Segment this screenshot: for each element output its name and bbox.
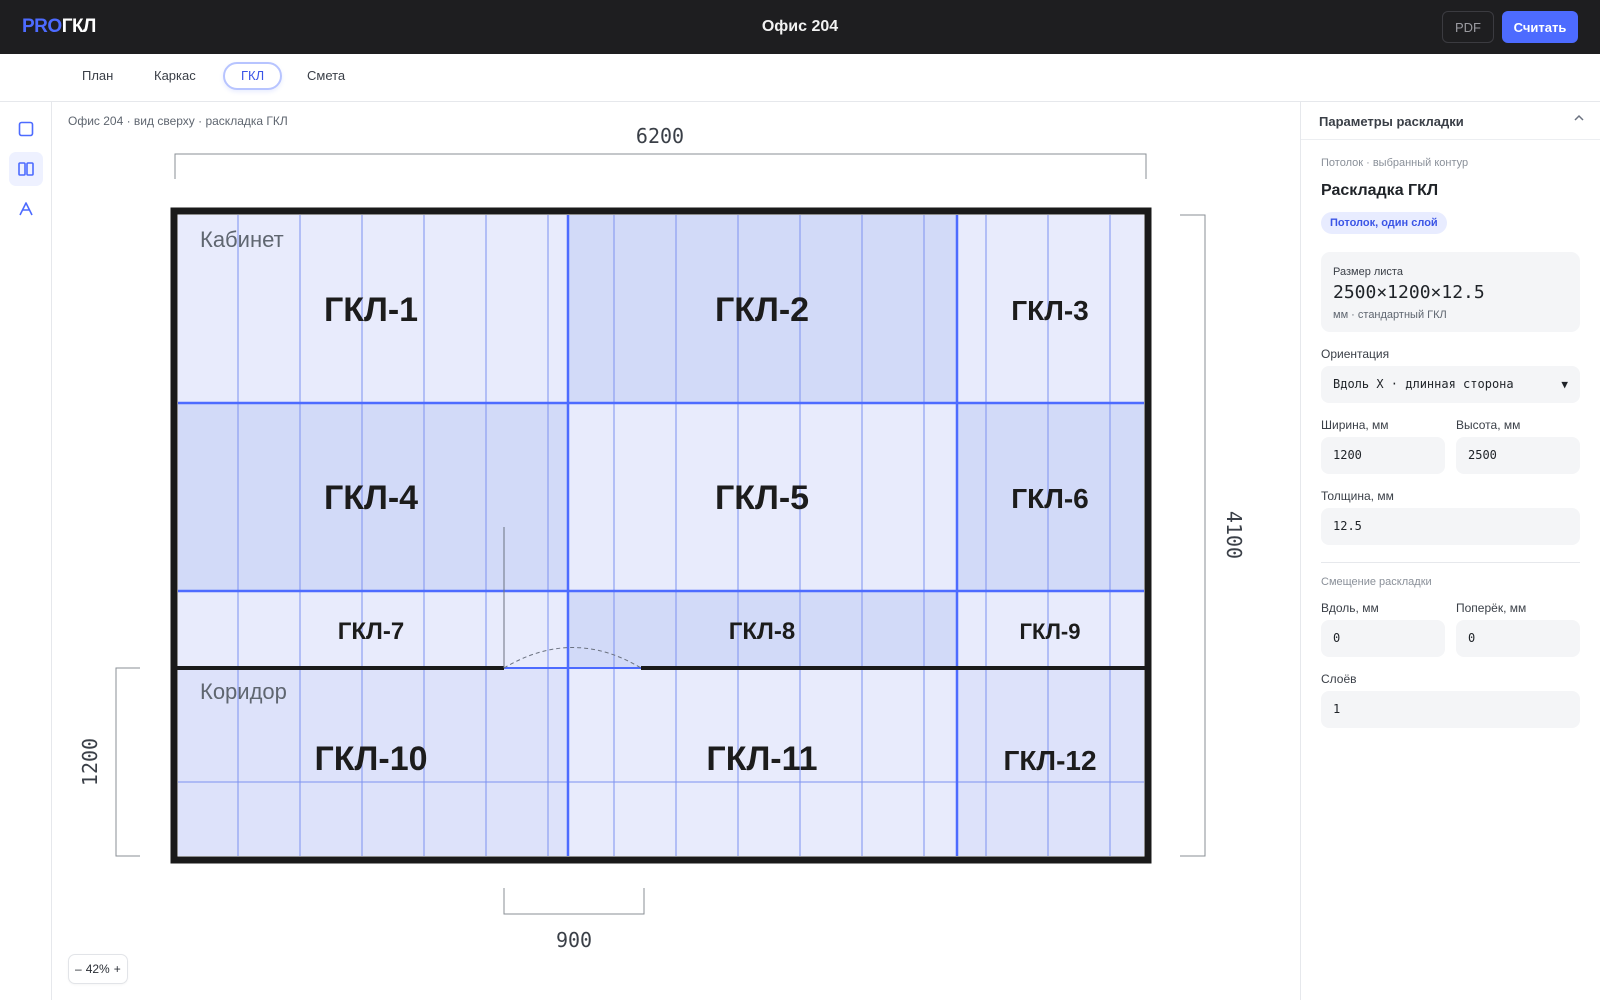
dropdown-arrow-icon: ▼ <box>1561 378 1568 391</box>
orientation-select[interactable]: Вдоль X · длинная сторона ▼ <box>1321 366 1580 403</box>
layer-chip[interactable]: Потолок, один слой <box>1321 212 1447 234</box>
tab-bar: План Каркас ГКЛ Смета <box>0 54 1600 102</box>
zoom-in-button[interactable]: + <box>113 962 121 976</box>
sheet-label-3[interactable]: ГКЛ-3 <box>1011 295 1089 326</box>
sheet-label-8[interactable]: ГКЛ-8 <box>729 618 795 645</box>
sheet-size-note: мм · стандартный ГКЛ <box>1333 309 1447 321</box>
height-input[interactable]: 2500 <box>1456 437 1580 474</box>
logo-gkl: ГКЛ <box>61 16 97 37</box>
sheet-fill-2 <box>568 215 957 403</box>
sheet-fill-12 <box>957 668 1144 856</box>
sheet-fill-10 <box>178 668 568 856</box>
chevron-up-icon[interactable] <box>1573 112 1585 127</box>
sheet-label-10[interactable]: ГКЛ-10 <box>314 740 427 778</box>
sheet-fills <box>178 215 1144 856</box>
door[interactable] <box>503 527 642 669</box>
sheet-fill-1 <box>178 215 568 403</box>
corridor-dimension-label: 1200 <box>78 738 102 786</box>
breadcrumb: Офис 204 · вид сверху · раскладка ГКЛ <box>68 114 288 128</box>
pdf-button[interactable]: PDF <box>1442 11 1494 43</box>
sheet-fill-5 <box>568 403 957 591</box>
text-tool[interactable] <box>9 192 43 226</box>
offset-across-label: Поперёк, мм <box>1456 601 1527 615</box>
document-title: Офис 204 <box>761 18 839 35</box>
door-dimension: 900 <box>503 888 645 952</box>
text-icon <box>19 202 33 216</box>
orientation-label: Ориентация <box>1321 347 1390 361</box>
sheet-label-6[interactable]: ГКЛ-6 <box>1011 483 1089 514</box>
sheet-label-1[interactable]: ГКЛ-1 <box>324 291 418 329</box>
panel-title: Параметры раскладки <box>1319 114 1464 129</box>
thickness-label: Толщина, мм <box>1321 489 1394 503</box>
sheet-size-value: 2500×1200×12.5 <box>1333 282 1485 303</box>
panel-context: Потолок · выбранный контур <box>1321 157 1469 169</box>
sheet-label-4[interactable]: ГКЛ-4 <box>324 479 418 517</box>
panel-header[interactable]: Параметры раскладки <box>1301 102 1600 140</box>
profile-lines <box>178 215 1144 856</box>
zoom-level: 42% <box>85 962 110 976</box>
columns-icon <box>18 162 34 176</box>
sheet-fill-3 <box>957 215 1144 403</box>
sheet-fill-11 <box>568 668 957 856</box>
rectangle-tool[interactable] <box>9 112 43 146</box>
sheet-fill-4 <box>178 403 568 591</box>
width-dimension-label: 6200 <box>636 124 684 148</box>
room-label-office: Кабинет <box>200 227 284 252</box>
sheet-fill-6 <box>957 403 1144 591</box>
section-divider <box>1321 562 1580 563</box>
layers-input[interactable]: 1 <box>1321 691 1580 728</box>
offset-across-input[interactable]: 0 <box>1456 620 1580 657</box>
offset-along-input[interactable]: 0 <box>1321 620 1445 657</box>
sheet-fill-9 <box>957 591 1144 668</box>
layers-label: Слоёв <box>1321 672 1357 686</box>
height-dimension: 4100 <box>1180 214 1246 857</box>
offset-along-label: Вдоль, мм <box>1321 601 1379 615</box>
sheet-size-card[interactable]: Размер листа 2500×1200×12.5 мм · стандар… <box>1321 252 1580 332</box>
logo-pro: PRO <box>22 16 62 37</box>
calculate-button[interactable]: Считать <box>1502 11 1578 43</box>
floor-plan[interactable]: 6200 4100 1200 900 <box>52 102 1300 1000</box>
properties-panel: Параметры раскладки Потолок · выбранный … <box>1300 102 1600 1000</box>
sheet-fill-8 <box>568 591 957 668</box>
height-label: Высота, мм <box>1456 418 1521 432</box>
left-toolbar <box>0 102 52 1000</box>
sheet-label-7[interactable]: ГКЛ-7 <box>338 618 404 645</box>
tab-plan[interactable]: План <box>82 68 114 83</box>
orientation-value: Вдоль X · длинная сторона <box>1333 377 1514 391</box>
tab-gkl[interactable]: ГКЛ <box>223 62 283 90</box>
width-input[interactable]: 1200 <box>1321 437 1445 474</box>
walls <box>170 207 1152 864</box>
width-dimension: 6200 <box>174 124 1147 179</box>
thickness-input[interactable]: 12.5 <box>1321 508 1580 545</box>
sheet-label-2[interactable]: ГКЛ-2 <box>715 291 809 329</box>
drawing-canvas[interactable]: 6200 4100 1200 900 <box>52 102 1300 1000</box>
zoom-control: – 42% + <box>68 954 128 984</box>
zoom-out-button[interactable]: – <box>75 962 82 976</box>
layout-title: Раскладка ГКЛ <box>1321 182 1439 199</box>
sheet-label-9[interactable]: ГКЛ-9 <box>1020 619 1081 644</box>
sheet-fill-7 <box>178 591 568 668</box>
sheet-label-12[interactable]: ГКЛ-12 <box>1003 745 1096 776</box>
sheet-label-5[interactable]: ГКЛ-5 <box>715 479 809 517</box>
sheet-size-label: Размер листа <box>1333 266 1403 278</box>
sheet-layout-tool[interactable] <box>9 152 43 186</box>
sheet-seams <box>178 215 1144 856</box>
corridor-dimension: 1200 <box>78 667 140 857</box>
height-dimension-label: 4100 <box>1222 511 1246 559</box>
tab-estimate[interactable]: Смета <box>307 68 346 83</box>
offset-section-title: Смещение раскладки <box>1321 576 1432 588</box>
tab-frame[interactable]: Каркас <box>154 68 196 83</box>
room-label-corridor: Коридор <box>200 679 287 704</box>
rectangle-icon <box>18 121 34 137</box>
door-swing-arc <box>503 647 642 669</box>
door-dimension-label: 900 <box>556 928 592 952</box>
sheet-label-11[interactable]: ГКЛ-11 <box>706 740 817 778</box>
width-label: Ширина, мм <box>1321 418 1389 432</box>
